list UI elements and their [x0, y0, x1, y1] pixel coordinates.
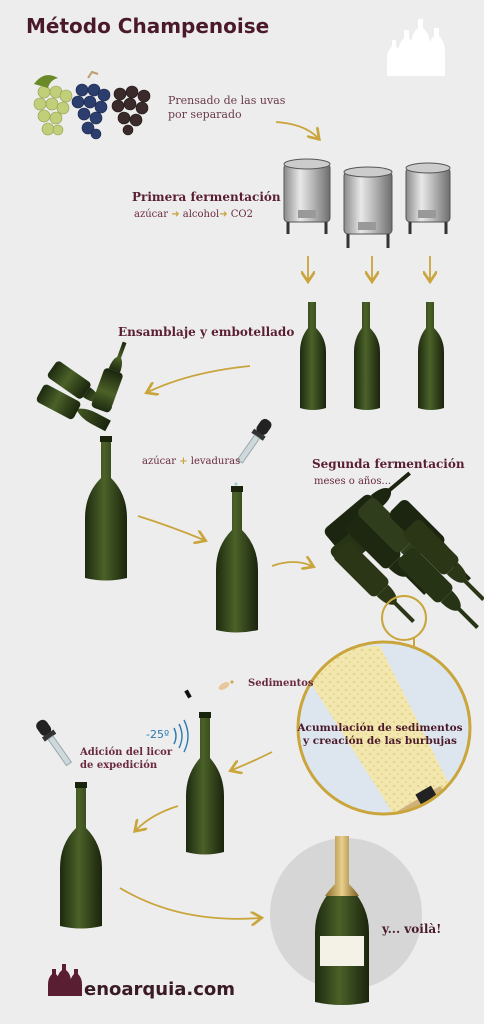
- yeast-text: levaduras: [190, 456, 241, 467]
- final-bottle-icon: [270, 836, 422, 1005]
- wine-bottles-icon: [300, 302, 444, 410]
- cold-waves-icon: [173, 719, 189, 753]
- first-fermentation-label: Primera fermentación: [132, 190, 281, 204]
- magnifier-icon: [296, 640, 472, 816]
- assembly-label: Ensamblaje y embotellado: [118, 325, 295, 339]
- arrow-to-disgorge: [232, 751, 273, 770]
- formula-sugar: azúcar: [134, 209, 169, 220]
- dropper-icon: [36, 719, 73, 767]
- arrow-assembly: [148, 365, 251, 392]
- temperature-label: -25º: [146, 728, 170, 741]
- tilted-bottles-icon: [36, 341, 127, 432]
- disgorging-bottle-icon: [184, 680, 234, 855]
- second-fermentation-time: meses o años...: [314, 476, 392, 487]
- logo-bottles-icon: [387, 19, 445, 76]
- pressing-label: Prensado de las uvas por separado: [168, 94, 286, 122]
- grapes-icon: [33, 70, 151, 140]
- arrow-to-dropper: [137, 515, 204, 540]
- footer-logo-icon: [48, 964, 82, 996]
- arrow-to-final: [119, 887, 260, 919]
- formula-alcohol: alcohol: [182, 209, 220, 220]
- sparkling-bottle-icon: [60, 782, 102, 929]
- arrow-1: [275, 121, 318, 138]
- liqueur-label: Adición del licor de expedición: [80, 747, 173, 771]
- dropper-icon: [234, 418, 272, 486]
- zoom-circle: [381, 595, 427, 641]
- footer-brand[interactable]: enoarquia.com: [84, 979, 236, 1000]
- arrow-to-liqueur: [136, 805, 179, 830]
- sediment-accumulation-label: Acumulación de sedimentos y creación de …: [297, 722, 463, 748]
- first-fermentation-formula: azúcar ➜ alcohol➜ CO2: [134, 209, 253, 220]
- second-fermentation-label: Segunda fermentación: [312, 457, 465, 471]
- steel-tanks-icon: [283, 158, 451, 248]
- voila-label: y... voilà!: [382, 922, 442, 936]
- sugar-yeast-label: azúcar + levaduras: [142, 456, 241, 467]
- formula-co2: CO2: [230, 209, 253, 220]
- sparkling-bottle-icon: [85, 436, 127, 581]
- sparkling-bottle-icon: [216, 486, 258, 633]
- sediments-label: Sedimentos: [248, 678, 314, 689]
- arrow-to-stack: [271, 562, 312, 566]
- stacked-bottles-icon: [324, 471, 484, 629]
- sugar-text: azúcar: [142, 456, 177, 467]
- page-title: Método Champenoise: [26, 14, 270, 38]
